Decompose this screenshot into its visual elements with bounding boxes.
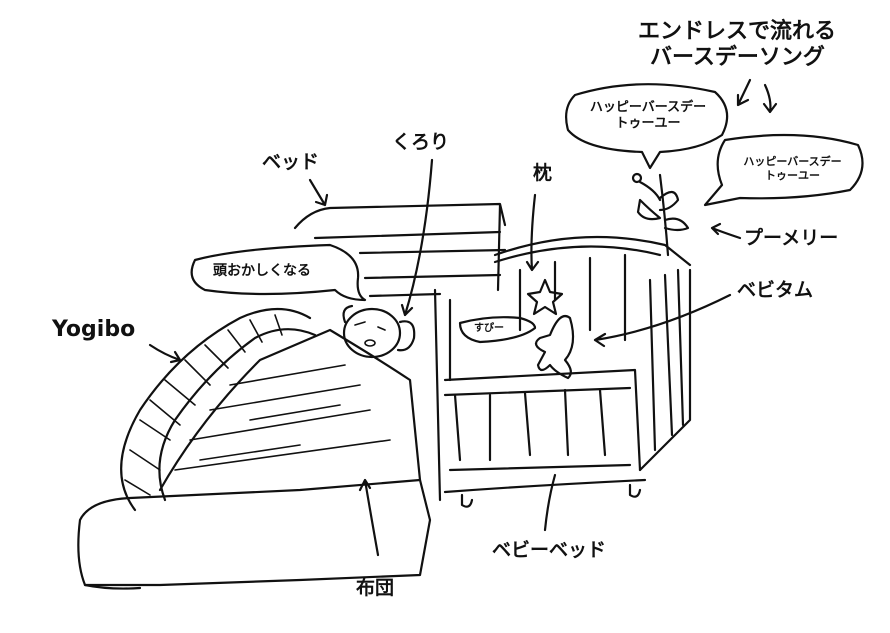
bubble-song-1-text: ハッピーバースデー トゥーユー: [578, 100, 718, 133]
yogibo-drawing: [120, 308, 317, 512]
bed-drawing: [293, 202, 507, 298]
bubble-snore-text: すぴー: [474, 323, 504, 334]
title-line-1: エンドレスで流れる: [638, 19, 837, 44]
bubble-snore-outline: [458, 316, 537, 344]
bubble-song-2-outline: [703, 133, 864, 207]
futon-drawing: [77, 328, 432, 590]
bubble-song-1-line-2: トゥーユー: [615, 116, 681, 132]
label-yogibo: Yogibo: [52, 317, 136, 342]
label-bebitamu: ベビタム: [737, 279, 814, 301]
bubble-song-1-line-1: ハッピーバースデー: [589, 100, 707, 115]
annotation-arrows: [148, 78, 778, 557]
bubble-song-2-line-1: ハッピーバースデー: [743, 155, 842, 168]
kurori-drawing: [342, 304, 416, 359]
pumeri-drawing: [631, 172, 690, 257]
bubble-head-text: 頭おかしくなる: [213, 263, 311, 279]
label-pumeri: プーメリー: [744, 227, 839, 249]
label-futon: 布団: [356, 577, 395, 599]
title-line-2: バースデーソング: [650, 45, 825, 70]
bubble-song-2-text: ハッピーバースデー トゥーユー: [730, 155, 855, 183]
baby-bed-drawing: [433, 235, 692, 508]
bubble-song-2-line-2: トゥーユー: [765, 168, 820, 182]
bubble-head-outline: [190, 243, 367, 302]
label-bed: ベッド: [262, 151, 320, 173]
label-pillow: 枕: [533, 162, 553, 184]
label-kurori: くろり: [392, 131, 450, 153]
bubble-song-1-outline: [565, 83, 729, 170]
label-baby-bed: ベビーベッド: [492, 539, 607, 561]
